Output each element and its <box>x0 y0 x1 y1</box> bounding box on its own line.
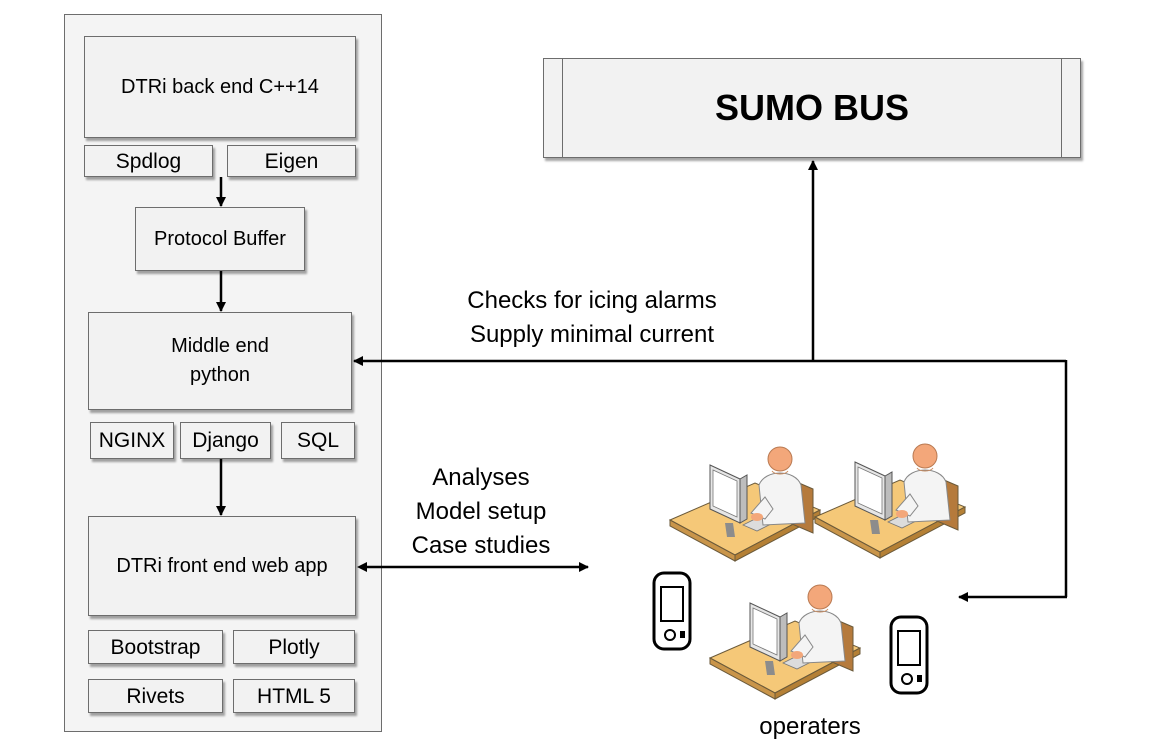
checks-line-2: Supply minimal current <box>469 321 715 348</box>
protocol-buffer-box: Protocol Buffer <box>135 207 305 271</box>
checks-line-1: Checks for icing alarms <box>467 287 717 314</box>
handheld-device-2-icon <box>889 615 929 695</box>
lib-django: Django <box>180 422 271 459</box>
frontend-box: DTRi front end web app <box>88 516 356 616</box>
lib-rivets: Rivets <box>88 679 223 713</box>
analyses-line-2: Model setup <box>415 498 547 525</box>
operator-workstation-1-icon <box>669 446 821 562</box>
arrowhead-frontend <box>357 562 367 572</box>
operators-label: operaters <box>759 713 861 740</box>
handheld-device-1-icon <box>652 571 692 651</box>
lib-nginx: NGINX <box>90 422 174 459</box>
sumo-left-bar <box>544 59 563 157</box>
analyses-line-3: Case studies <box>411 532 551 559</box>
analyses-line-1: Analyses <box>432 464 530 491</box>
lib-plotly: Plotly <box>233 630 355 664</box>
sumo-right-bar <box>1061 59 1080 157</box>
sumo-bus-box: SUMO BUS <box>543 58 1081 158</box>
checks-label: Checks for icing alarms Supply minimal c… <box>452 284 732 352</box>
operator-workstation-3-icon <box>709 584 861 700</box>
lib-sql: SQL <box>281 422 355 459</box>
lib-html5: HTML 5 <box>233 679 355 713</box>
lib-bootstrap: Bootstrap <box>88 630 223 664</box>
analyses-label: Analyses Model setup Case studies <box>396 461 566 563</box>
sumo-bus-label: SUMO BUS <box>714 87 909 128</box>
lib-eigen: Eigen <box>227 145 356 177</box>
operator-workstation-2-icon <box>814 443 966 559</box>
lib-spdlog: Spdlog <box>84 145 213 177</box>
middle-end-box: Middle end python <box>88 312 352 410</box>
backend-box: DTRi back end C++14 <box>84 36 356 138</box>
